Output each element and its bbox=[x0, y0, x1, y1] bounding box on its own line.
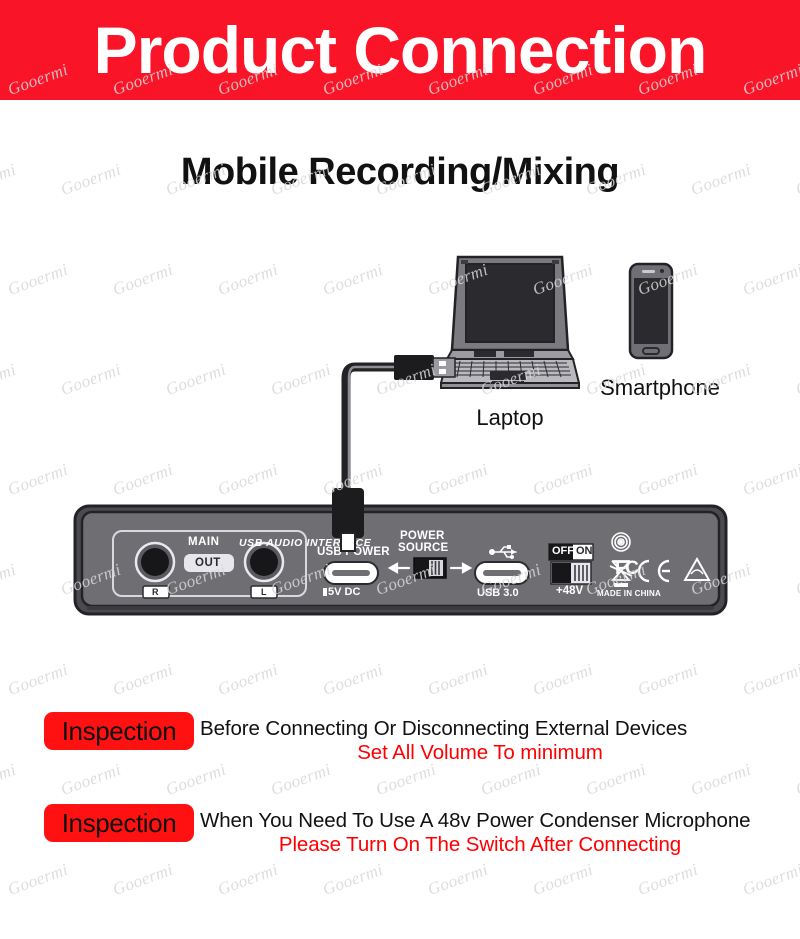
usb-c-connector bbox=[332, 488, 364, 552]
usb-trident-icon bbox=[488, 545, 517, 559]
watermark-text: Gooermi bbox=[5, 259, 71, 300]
inspection-line-primary: Before Connecting Or Disconnecting Exter… bbox=[200, 717, 688, 740]
inspection-line-primary: When You Need To Use A 48v Power Condens… bbox=[200, 809, 751, 832]
watermark-text: Gooermi bbox=[110, 259, 176, 300]
watermark-text: Gooermi bbox=[530, 659, 596, 700]
smartphone-label: Smartphone bbox=[600, 375, 720, 400]
watermark-text: Gooermi bbox=[215, 659, 281, 700]
watermark-text: Gooermi bbox=[58, 759, 124, 800]
watermark-text: Gooermi bbox=[740, 459, 800, 500]
usb-cable bbox=[320, 340, 470, 560]
watermark-text: Gooermi bbox=[110, 659, 176, 700]
laptop-label: Laptop bbox=[476, 405, 544, 430]
watermark-text: Gooermi bbox=[215, 859, 281, 900]
inspection-badge: Inspection bbox=[44, 804, 194, 842]
watermark-text: Gooermi bbox=[373, 759, 439, 800]
watermark-text: Gooermi bbox=[320, 659, 386, 700]
watermark-text: Gooermi bbox=[5, 459, 71, 500]
watermark-text: Gooermi bbox=[425, 659, 491, 700]
watermark-text: Gooermi bbox=[740, 659, 800, 700]
watermark-text: Gooermi bbox=[793, 559, 800, 600]
page-title: Product Connection bbox=[93, 13, 708, 87]
watermark-text: Gooermi bbox=[740, 859, 800, 900]
watermark-text: Gooermi bbox=[530, 459, 596, 500]
watermark-text: Gooermi bbox=[478, 759, 544, 800]
inspection-line-warning: Please Turn On The Switch After Connecti… bbox=[278, 832, 682, 856]
watermark-text: Gooermi bbox=[583, 759, 649, 800]
ce-mark bbox=[637, 559, 670, 583]
phantom-power-switch bbox=[548, 543, 594, 585]
watermark-text: Gooermi bbox=[0, 559, 19, 600]
watermark-text: Gooermi bbox=[163, 759, 229, 800]
inspection-line-warning: Set All Volume To minimum bbox=[357, 740, 603, 764]
watermark-text: Gooermi bbox=[215, 459, 281, 500]
watermark-text: Gooermi bbox=[530, 859, 596, 900]
watermark-text: Gooermi bbox=[0, 359, 19, 400]
watermark-text: Gooermi bbox=[635, 459, 701, 500]
watermark-text: Gooermi bbox=[793, 359, 800, 400]
inspection-text: Before Connecting Or Disconnecting Exter… bbox=[200, 717, 760, 764]
usb-a-connector bbox=[394, 355, 456, 380]
watermark-text: Gooermi bbox=[215, 259, 281, 300]
rcm-triangle-icon bbox=[683, 556, 711, 581]
inspection-badge: Inspection bbox=[44, 712, 194, 750]
watermark-text: Gooermi bbox=[635, 659, 701, 700]
watermark-text: Gooermi bbox=[320, 259, 386, 300]
watermark-text: Gooermi bbox=[320, 859, 386, 900]
usb-data-port bbox=[474, 561, 530, 585]
watermark-text: Gooermi bbox=[0, 759, 19, 800]
header-band bbox=[0, 0, 800, 100]
watermark-text: Gooermi bbox=[110, 859, 176, 900]
watermark-text: Gooermi bbox=[5, 659, 71, 700]
subtitle: Mobile Recording/Mixing bbox=[180, 151, 620, 193]
jack-left bbox=[243, 541, 285, 583]
power-source-switch bbox=[413, 557, 447, 579]
target-icon bbox=[611, 532, 631, 552]
smartphone-illustration bbox=[628, 262, 674, 360]
watermark-text: Gooermi bbox=[740, 259, 800, 300]
watermark-text: Gooermi bbox=[110, 459, 176, 500]
watermark-text: Gooermi bbox=[163, 359, 229, 400]
watermark-text: Gooermi bbox=[688, 759, 754, 800]
jack-right bbox=[134, 541, 176, 583]
watermark-text: Gooermi bbox=[793, 759, 800, 800]
watermark-text: Gooermi bbox=[58, 359, 124, 400]
cert-marks bbox=[637, 556, 711, 583]
watermark-text: Gooermi bbox=[5, 859, 71, 900]
usb-power-port bbox=[323, 561, 379, 585]
watermark-text: Gooermi bbox=[268, 759, 334, 800]
inspection-text: When You Need To Use A 48v Power Condens… bbox=[200, 809, 760, 856]
watermark-text: Gooermi bbox=[425, 859, 491, 900]
laptop-illustration bbox=[439, 255, 581, 390]
watermark-text: Gooermi bbox=[635, 859, 701, 900]
weee-bin-icon bbox=[609, 560, 633, 587]
